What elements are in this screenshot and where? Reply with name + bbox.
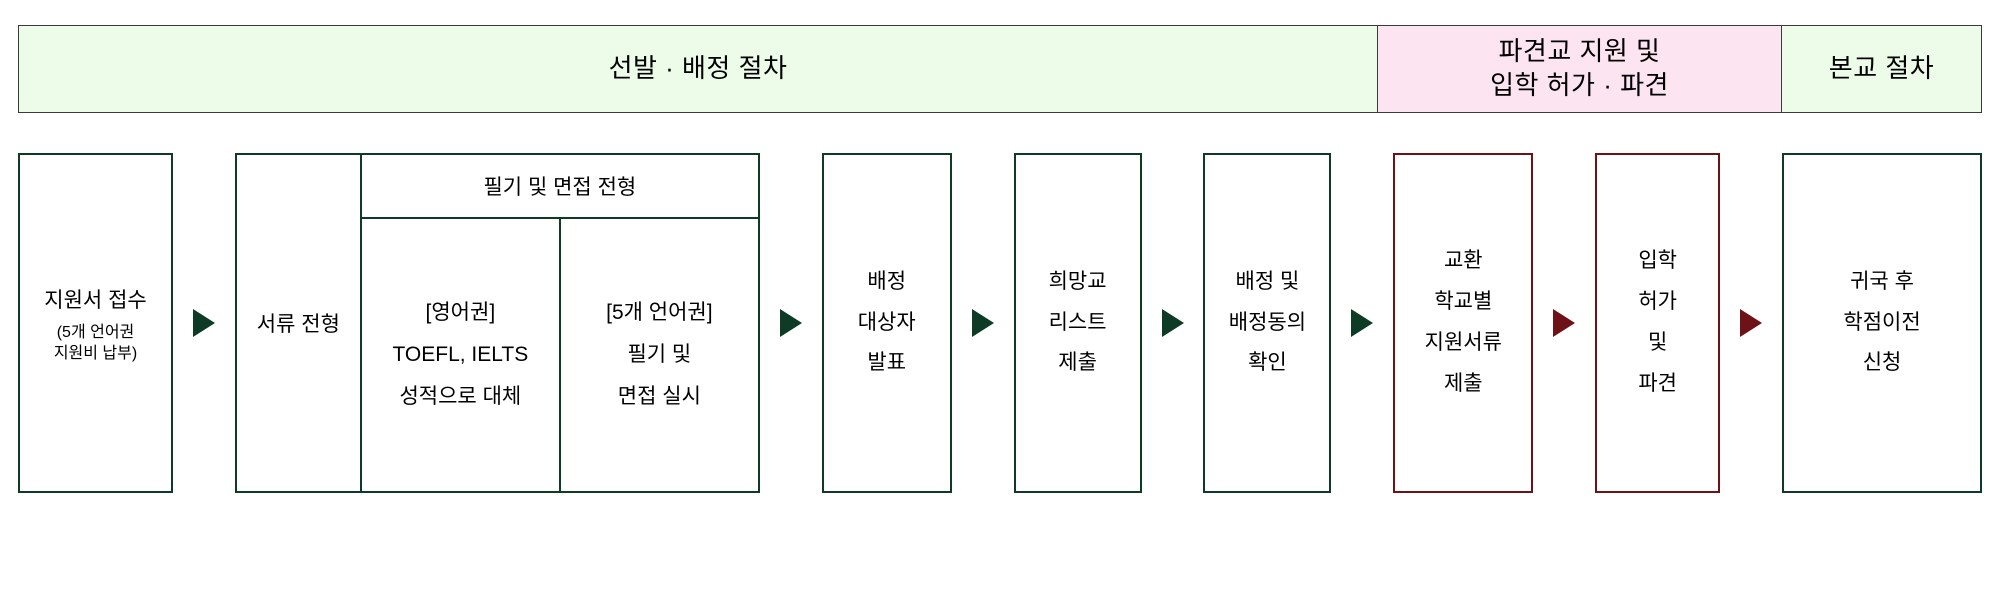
exchange-documents-line1: 교환 [1443, 249, 1483, 273]
exam-screening-tracks: [영어권] TOEFL, IELTS 성적으로 대체 [5개 언어권] 필기 및… [362, 219, 758, 491]
english-track-tag: [영어권] [425, 301, 496, 324]
credit-transfer-line3: 신청 [1862, 351, 1902, 375]
exchange-documents-line3: 지원서류 [1424, 331, 1502, 354]
credit-transfer-line1: 귀국 후 [1850, 269, 1914, 293]
credit-transfer-line2: 학점이전 [1843, 310, 1921, 334]
step-credit-transfer-application[interactable]: 귀국 후 학점이전 신청 [1782, 153, 1983, 493]
application-title: 지원서 접수 [44, 288, 147, 312]
wish-list-line2: 리스트 [1048, 310, 1107, 334]
application-note-line1: (5개 언어권 [56, 323, 135, 341]
arrow-right-icon [1553, 309, 1576, 337]
assignment-line3: 확인 [1248, 351, 1287, 375]
admission-line4: 파견 [1638, 371, 1677, 395]
arrow-right-icon [779, 309, 802, 337]
step-assignment-confirmation[interactable]: 배정 및 배정동의 확인 [1203, 153, 1332, 493]
step-wish-list-submission[interactable]: 희망교 리스트 제출 [1013, 153, 1142, 493]
assignment-line2: 배정동의 [1228, 310, 1307, 334]
admission-line3: 및 [1647, 331, 1668, 354]
step-application-receipt[interactable]: 지원서 접수 (5개 언어권 지원비 납부) [18, 153, 173, 493]
announcement-line2: 대상자 [857, 310, 916, 334]
exam-track-five-languages: [5개 언어권] 필기 및 면접 실시 [558, 219, 758, 491]
arrow-right-icon [1161, 309, 1184, 337]
announcement-line1: 배정 [867, 269, 907, 293]
arrow-3 [952, 153, 1014, 493]
wish-list-line1: 희망교 [1048, 269, 1107, 293]
application-note-line2: 지원비 납부) [53, 345, 138, 363]
arrow-right-icon [192, 309, 215, 337]
five-language-track-line2: 면접 실시 [617, 385, 701, 408]
arrow-5 [1331, 153, 1393, 493]
step-document-screening: 서류 전형 [237, 155, 362, 491]
five-language-track-line1: 필기 및 [627, 343, 692, 366]
exchange-documents-line2: 학교별 [1434, 290, 1493, 314]
phase-selection-placement: 선발 · 배정 절차 [18, 25, 1378, 113]
phase-header-bar: 선발 · 배정 절차 파견교 지원 및 입학 허가 · 파견 본교 절차 [18, 25, 1982, 113]
step-exchange-school-documents[interactable]: 교환 학교별 지원서류 제출 [1393, 153, 1534, 493]
arrow-4 [1142, 153, 1204, 493]
assignment-line1: 배정 및 [1235, 269, 1300, 293]
arrow-right-icon [1740, 309, 1763, 337]
arrow-right-icon [971, 309, 994, 337]
wish-list-line3: 제출 [1058, 351, 1097, 375]
arrow-7 [1720, 153, 1782, 493]
admission-line1: 입학 [1638, 249, 1677, 273]
english-track-line2: 성적으로 대체 [399, 385, 522, 408]
admission-line2: 허가 [1638, 290, 1677, 314]
phase-home-school: 본교 절차 [1782, 25, 1982, 113]
english-track-line1: TOEFL, IELTS [392, 343, 529, 366]
arrow-6 [1533, 153, 1595, 493]
step-placement-announcement[interactable]: 배정 대상자 발표 [821, 153, 952, 493]
arrow-2 [760, 153, 822, 493]
step-admission-and-dispatch[interactable]: 입학 허가 및 파견 [1595, 153, 1721, 493]
step-exam-screening: 필기 및 면접 전형 [영어권] TOEFL, IELTS 성적으로 대체 [5… [361, 155, 758, 491]
process-flow-row: 지원서 접수 (5개 언어권 지원비 납부) 서류 전형 필기 및 면접 전형 … [18, 153, 1983, 493]
exam-screening-header: 필기 및 면접 전형 [361, 155, 758, 219]
arrow-right-icon [1351, 309, 1374, 337]
exam-track-english: [영어권] TOEFL, IELTS 성적으로 대체 [362, 219, 559, 491]
phase-dispatch-support: 파견교 지원 및 입학 허가 · 파견 [1378, 25, 1782, 113]
announcement-line3: 발표 [867, 351, 907, 375]
arrow-1 [173, 153, 235, 493]
step-screening-group[interactable]: 서류 전형 필기 및 면접 전형 [영어권] TOEFL, IELTS 성적으로… [234, 153, 760, 493]
exchange-documents-line4: 제출 [1443, 371, 1483, 395]
five-language-track-tag: [5개 언어권] [606, 301, 713, 324]
